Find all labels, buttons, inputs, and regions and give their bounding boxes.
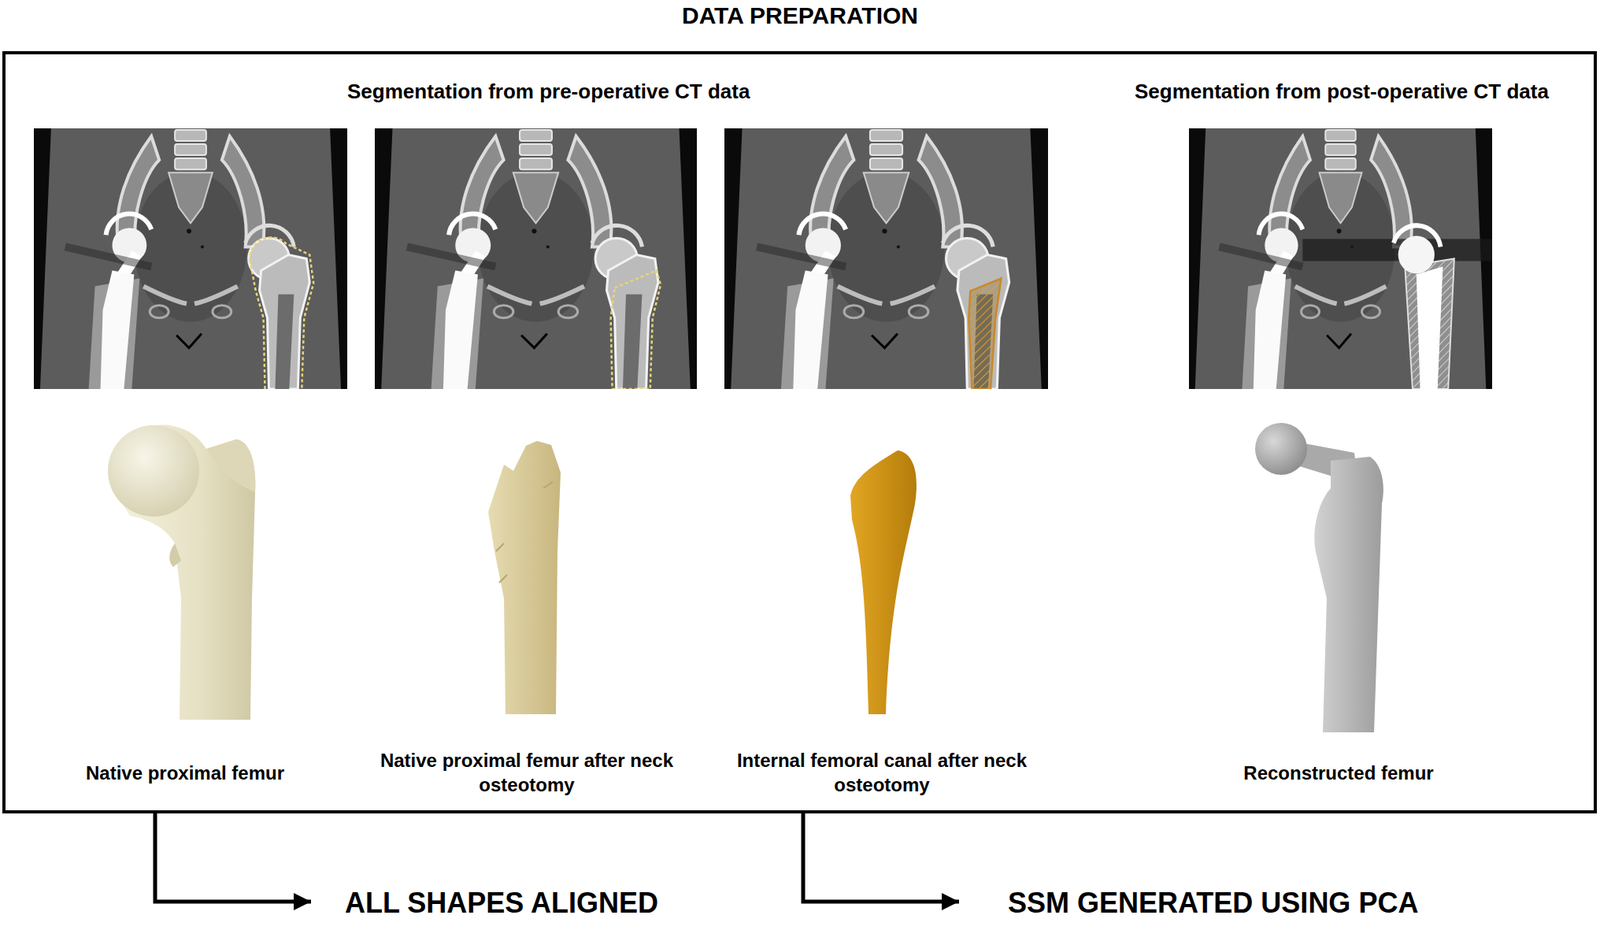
native-femur bbox=[592, 225, 659, 389]
reconstructed-model bbox=[1255, 422, 1384, 733]
left-hip-implant bbox=[407, 214, 496, 389]
ct-background bbox=[33, 128, 348, 389]
flow-arrow bbox=[803, 813, 960, 902]
step-label: ALL SHAPES ALIGNED bbox=[311, 886, 659, 920]
ct-background bbox=[374, 128, 697, 389]
ct-background bbox=[724, 128, 1049, 389]
femoral-canal bbox=[850, 450, 917, 715]
osteotomised-femur bbox=[488, 440, 561, 715]
femur-bone bbox=[1404, 259, 1455, 390]
native-femur bbox=[942, 225, 1009, 389]
caption: Native proximal femur after neck osteoto… bbox=[353, 748, 700, 797]
implant-stem bbox=[1416, 266, 1444, 389]
left-hip-implant bbox=[65, 214, 152, 389]
left-hip-implant bbox=[1219, 214, 1304, 389]
femoral-head bbox=[107, 425, 200, 517]
segmentation-outline bbox=[1404, 259, 1455, 390]
metal-artifact bbox=[1302, 238, 1493, 261]
caption: Reconstructed femur bbox=[1165, 760, 1512, 786]
step-label: SSM GENERATED USING PCA bbox=[959, 886, 1419, 920]
left-hip-implant bbox=[756, 214, 846, 389]
ct-image bbox=[1188, 128, 1493, 389]
canal-segmentation bbox=[968, 278, 1001, 389]
ct-background bbox=[1188, 128, 1493, 389]
step-text: SSM GENERATED USING PCA bbox=[1007, 886, 1419, 920]
segmentation-outline bbox=[249, 237, 314, 389]
segmentation-outline bbox=[611, 270, 661, 389]
caption: Internal femoral canal after neck osteot… bbox=[708, 748, 1056, 797]
canal-model bbox=[850, 450, 917, 715]
flow-arrow bbox=[155, 813, 312, 902]
title: DATA PREPARATION bbox=[0, 1, 1600, 30]
section-heading: Segmentation from pre-operative CT data bbox=[347, 78, 750, 104]
ct-image bbox=[724, 128, 1049, 389]
surface-texture bbox=[496, 481, 553, 583]
caption: Native proximal femur bbox=[11, 760, 359, 786]
section-heading: Segmentation from post-operative CT data bbox=[1134, 78, 1549, 104]
implant-head bbox=[1398, 235, 1435, 274]
lesser-trochanter bbox=[169, 543, 182, 567]
step-text: ALL SHAPES ALIGNED bbox=[344, 886, 659, 920]
ct-image bbox=[374, 128, 697, 389]
ct-image bbox=[33, 128, 348, 389]
greater-trochanter bbox=[206, 439, 256, 493]
femur-model bbox=[107, 425, 256, 720]
panel-frame: Segmentation from pre-operative CT data S… bbox=[2, 51, 1597, 814]
femur-model bbox=[488, 440, 561, 715]
implant-ball bbox=[1255, 422, 1308, 475]
femur-body bbox=[1314, 456, 1384, 733]
